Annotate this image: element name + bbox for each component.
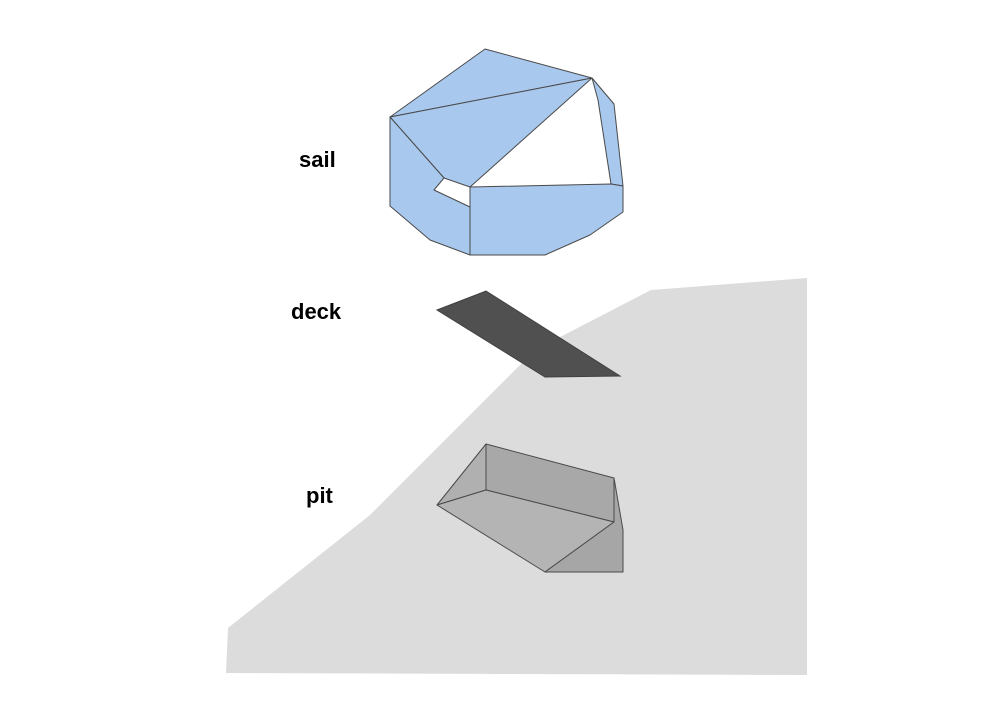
label-sail: sail [299,147,336,172]
sail-right-flap [591,77,624,187]
pit-right-face [544,477,624,573]
deck-shape [435,290,622,378]
pit-shape [436,443,624,573]
sail-shape [389,48,624,256]
label-deck: deck [291,299,342,324]
sail-front-panel [469,183,624,256]
label-pit: pit [306,483,333,508]
